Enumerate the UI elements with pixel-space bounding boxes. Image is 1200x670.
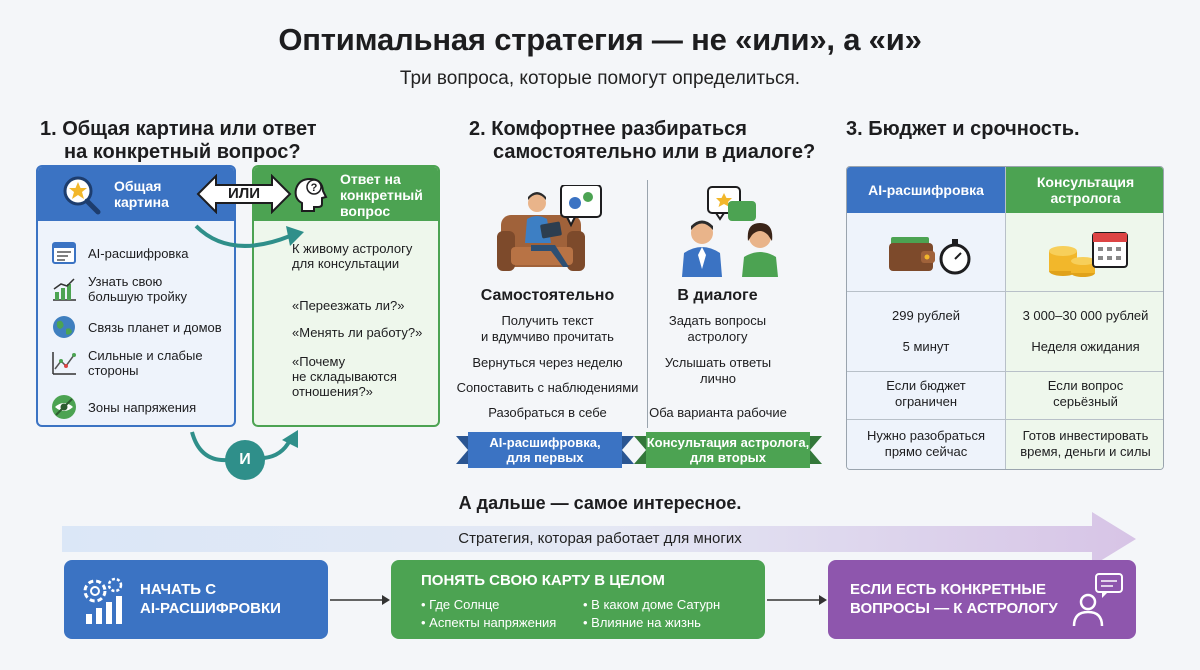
arrow-right-icon (330, 595, 390, 605)
strategy-label: Стратегия, которая работает для многих (458, 530, 742, 547)
blue-ribbon-label: AI-расшифровка, для первых (489, 435, 601, 465)
general-picture-card: Общая картина AI-расшифровка Узнать свою… (36, 165, 236, 427)
section3-title: 3. Бюджет и срочность. (846, 118, 1080, 140)
person-chat-icon (1072, 573, 1123, 627)
list-item: AI-расшифровка (50, 239, 189, 267)
alone-text-3: Сопоставить с наблюдениями (456, 380, 639, 395)
list-item: Зоны напряжения (50, 393, 196, 421)
or-label: ИЛИ (227, 185, 261, 202)
astrologer-time: Неделя ожидания (1031, 339, 1140, 354)
eye-icon (52, 395, 76, 419)
gears-chart-icon (83, 577, 123, 624)
line-chart-icon (52, 352, 76, 375)
alone-text-4: Разобраться в себе (488, 405, 607, 420)
green-ribbon-label: Консультация астролога, для вторых (646, 435, 810, 465)
section2-title: 2. Комфортнее разбираться самостоятельно… (469, 118, 816, 163)
astrologer-need: Готов инвестировать время, деньги и силы (1020, 428, 1151, 459)
coins-calendar-icon (1049, 232, 1128, 277)
person-reading-icon (497, 185, 602, 271)
specific-question-card: ? Ответ на конкретный вопрос К живому ас… (252, 165, 440, 427)
alone-text-2: Вернуться через неделю (472, 355, 623, 370)
svg-text:?: ? (311, 182, 318, 194)
blue-ribbon-icon (456, 432, 634, 468)
bullet-item: • В каком доме Сатурн (583, 597, 721, 612)
arrow-right-icon (767, 595, 827, 605)
strategy-arrow-icon (62, 512, 1136, 566)
list-item: Связь планет и домов (50, 313, 222, 341)
section1-title: 1. Общая картина или ответ на конкретный… (40, 118, 317, 163)
step-ask-astrologer: ЕСЛИ ЕСТЬ КОНКРЕТНЫЕ ВОПРОСЫ — К АСТРОЛО… (828, 560, 1136, 639)
question-2: «Менять ли работу?» (292, 325, 423, 340)
alone-text-1: Получить текст и вдумчиво прочитать (481, 313, 614, 344)
question-1: «Переезжать ли?» (292, 298, 405, 313)
bottom-title: А дальше — самое интересное. (458, 493, 742, 513)
table-header-ai: AI-расшифровка (847, 167, 1005, 213)
double-arrow-icon (196, 174, 292, 214)
question-3: «Почему не складываются отношения?» (292, 354, 397, 399)
table-header-astrologer: Консультация астролога (1006, 167, 1163, 213)
or-double-arrow: ИЛИ (196, 174, 292, 214)
alone-heading: Самостоятельно (480, 287, 615, 304)
dialog-text-1: Задать вопросы астрологу (668, 313, 767, 344)
ai-price: 299 рублей (892, 308, 960, 323)
curved-arrow-icon (194, 224, 304, 248)
step-understand-chart: ПОНЯТЬ СВОЮ КАРТУ В ЦЕЛОМ • Где Солнце •… (391, 560, 765, 639)
budget-table: AI-расшифровка Консультация астролога 29… (846, 166, 1164, 470)
two-people-icon (682, 186, 778, 277)
bullet-item: • Аспекты напряжения (421, 615, 557, 630)
green-ribbon-icon (634, 432, 822, 468)
astrologer-price: 3 000–30 000 рублей (1022, 308, 1149, 323)
planet-icon (53, 316, 75, 338)
section2-divider (647, 180, 648, 428)
dialog-text-3: Оба варианта рабочие (649, 405, 787, 420)
dialog-text-2: Услышать ответы лично (664, 355, 772, 386)
bullet-item: • Где Солнце (421, 597, 500, 612)
document-icon (52, 242, 76, 264)
ai-condition: Если бюджет ограничен (886, 378, 966, 409)
page-title: Оптимальная стратегия — не «или», а «и» (278, 22, 922, 57)
curved-arrow-icon (190, 430, 298, 463)
wallet-stopwatch-icon (889, 237, 971, 275)
ai-time: 5 минут (902, 339, 950, 354)
page-subtitle: Три вопроса, которые помогут определитьс… (399, 68, 801, 89)
ai-need: Нужно разобраться прямо сейчас (867, 428, 985, 459)
bullet-item: • Влияние на жизнь (583, 615, 701, 630)
magnifier-star-icon (63, 176, 101, 215)
dialog-heading: В диалоге (677, 287, 758, 304)
and-badge: И (225, 440, 265, 480)
bar-chart-icon (53, 278, 76, 301)
general-picture-header: Общая картина (38, 167, 234, 221)
step-start-ai: НАЧАТЬ С AI-РАСШИФРОВКИ (64, 560, 328, 639)
consultation-intro: К живому астрологу для консультации (292, 241, 413, 271)
thinking-head-icon: ? (294, 177, 328, 212)
astrologer-condition: Если вопрос серьёзный (1047, 378, 1124, 409)
